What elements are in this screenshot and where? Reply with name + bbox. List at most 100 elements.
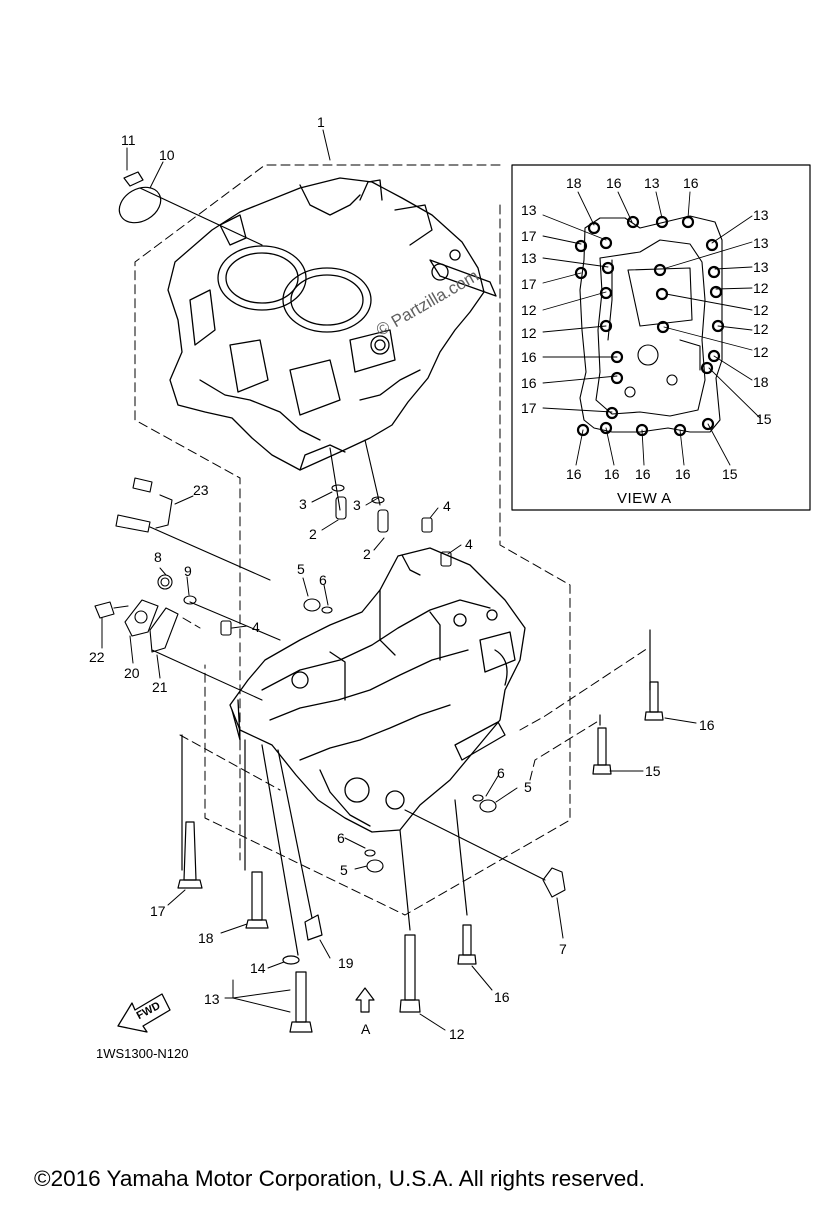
- callout-13: 13: [204, 991, 220, 1007]
- bolt-hole-marker: [701, 417, 715, 431]
- view-a-label: 17: [521, 228, 537, 244]
- view-a-label: 13: [753, 207, 769, 223]
- callout-1: 1: [317, 114, 325, 130]
- callout-19: 19: [338, 955, 354, 971]
- bolt-hole-marker: [605, 406, 619, 420]
- view-a-label: 17: [521, 276, 537, 292]
- callout-5: 5: [340, 862, 348, 878]
- dowels: [220, 439, 452, 636]
- callout-4: 4: [465, 536, 473, 552]
- part-code: 1WS1300-N120: [96, 1046, 189, 1061]
- view-a-label: 16: [683, 175, 699, 191]
- callout-2: 2: [363, 546, 371, 562]
- callout-4: 4: [443, 498, 451, 514]
- bolt-hole-marker: [599, 421, 613, 435]
- view-a-label: 13: [521, 202, 537, 218]
- view-a-label: 16: [521, 349, 537, 365]
- callout-7: 7: [559, 941, 567, 957]
- callout-16: 16: [494, 989, 510, 1005]
- plugs: [303, 598, 566, 898]
- view-a-label: 12: [521, 302, 537, 318]
- callout-5: 5: [297, 561, 305, 577]
- bolt-hole-marker: [587, 221, 601, 235]
- view-a-label: 13: [753, 235, 769, 251]
- callout-3: 3: [353, 497, 361, 513]
- view-a-label: 16: [566, 466, 582, 482]
- view-a-label: 16: [521, 375, 537, 391]
- view-a-label: 13: [521, 250, 537, 266]
- callout-6: 6: [319, 572, 327, 588]
- view-a-leaders: [542, 191, 761, 466]
- view-a-label: 12: [753, 344, 769, 360]
- callout-3: 3: [299, 496, 307, 512]
- view-a-title: VIEW A: [617, 490, 672, 507]
- view-a-label: 12: [753, 302, 769, 318]
- view-a-label: 16: [675, 466, 691, 482]
- callout-8: 8: [154, 549, 162, 565]
- view-a-label: 13: [644, 175, 660, 191]
- bolt-hole-marker: [601, 261, 615, 275]
- callout-12: 12: [449, 1026, 465, 1042]
- callout-6: 6: [497, 765, 505, 781]
- fwd-arrow: [117, 993, 171, 1033]
- callout-21: 21: [152, 679, 168, 695]
- lower-crankcase: [229, 547, 526, 833]
- view-a-label: 17: [521, 400, 537, 416]
- leader-lines: [101, 129, 697, 1031]
- direction-arrow-a: [355, 987, 375, 1013]
- bolt-hole-marker: [673, 423, 687, 437]
- callout-18: 18: [198, 930, 214, 946]
- view-a-label: 12: [753, 321, 769, 337]
- callout-11: 11: [121, 132, 136, 148]
- view-a-label: 16: [604, 466, 620, 482]
- callout-14: 14: [250, 960, 266, 976]
- view-a-drawing: [579, 215, 723, 433]
- callout-20: 20: [124, 665, 140, 681]
- view-a-label: 18: [753, 374, 769, 390]
- bolt-hole-marker: [576, 423, 590, 437]
- bolt-hole-marker: [707, 349, 721, 363]
- view-a-label: 16: [606, 175, 622, 191]
- view-a-bolt-markers: [574, 215, 725, 437]
- bolt-hole-marker: [655, 287, 669, 301]
- bolt-hole-marker: [709, 285, 723, 299]
- view-a-label: 13: [753, 259, 769, 275]
- view-a-label: 12: [753, 280, 769, 296]
- callout-16: 16: [699, 717, 715, 733]
- dashed-outlines: [134, 164, 571, 916]
- bolt-hole-marker: [599, 319, 613, 333]
- callout-23: 23: [193, 482, 209, 498]
- direction-label-a: A: [361, 1021, 371, 1037]
- callout-6: 6: [337, 830, 345, 846]
- callout-4: 4: [252, 619, 260, 635]
- bolt-hole-marker: [711, 319, 725, 333]
- view-a-label: 15: [722, 466, 738, 482]
- bolt-hole-marker: [681, 215, 695, 229]
- callout-9: 9: [184, 563, 192, 579]
- bolt-hole-marker: [610, 371, 624, 385]
- bolt-hole-marker: [599, 236, 613, 250]
- bolt-hole-marker: [653, 263, 667, 277]
- bolt-hole-marker: [574, 266, 588, 280]
- bolt-hole-marker: [700, 361, 714, 375]
- view-a-frame: [511, 164, 811, 511]
- bolt-hole-marker: [626, 215, 640, 229]
- view-a-label: 16: [635, 466, 651, 482]
- bolt-hole-marker: [705, 238, 719, 252]
- cover-plate: [118, 171, 263, 246]
- callout-22: 22: [89, 649, 105, 665]
- bolt-hole-marker: [574, 239, 588, 253]
- view-a-label: 18: [566, 175, 582, 191]
- callout-5: 5: [524, 779, 532, 795]
- view-a-label: 12: [521, 325, 537, 341]
- bolt-hole-marker: [656, 320, 670, 334]
- callout-15: 15: [645, 763, 661, 779]
- copyright-notice: ©2016 Yamaha Motor Corporation, U.S.A. A…: [34, 1166, 646, 1191]
- view-a-label: 15: [756, 411, 772, 427]
- callout-10: 10: [159, 147, 175, 163]
- upper-crankcase: [167, 177, 497, 471]
- callout-2: 2: [309, 526, 317, 542]
- bolt-hole-marker: [707, 265, 721, 279]
